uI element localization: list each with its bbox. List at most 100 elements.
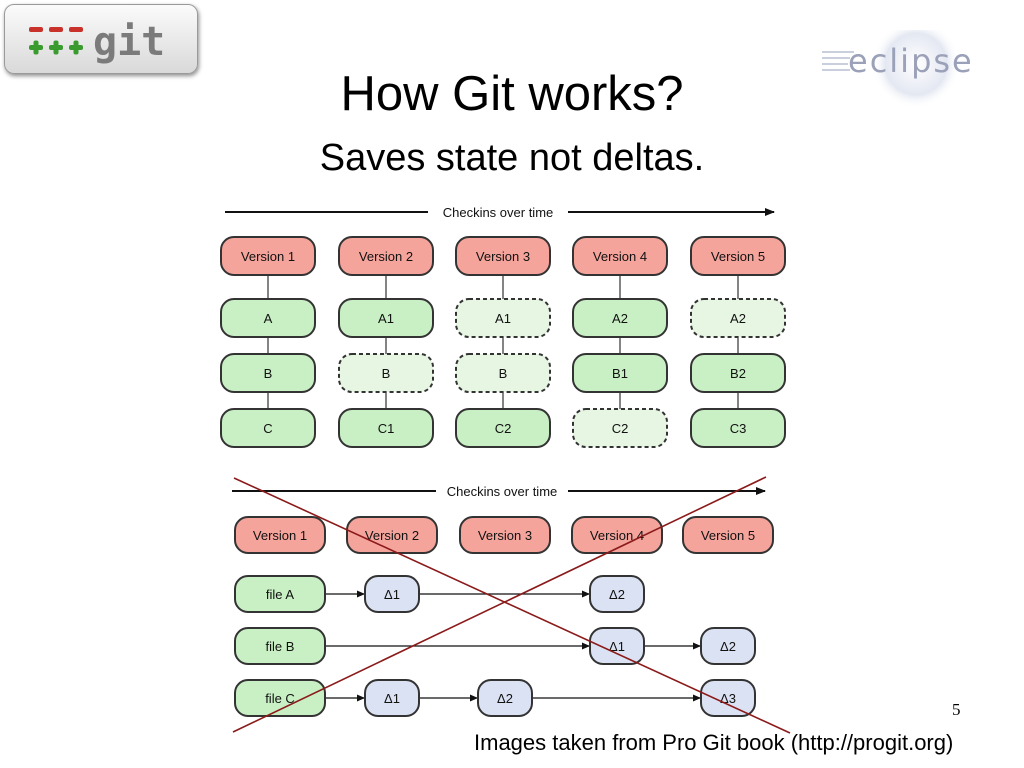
snapshot-file-1-1: A — [220, 298, 316, 338]
snapshot-file-3-2-box — [455, 353, 551, 393]
snapshot-file-2-3-label: C1 — [378, 421, 395, 436]
delta-box-1-1-box — [364, 575, 420, 613]
delta-version-1-box — [234, 516, 326, 554]
snapshots-grid: Version 1 A B C Version 2 A1B C1 Version 3 A1B C2… — [220, 236, 786, 448]
snapshot-file-2-2-label: B — [382, 366, 391, 381]
snapshot-version-4-box — [572, 236, 668, 276]
snapshot-file-5-2: B2 — [690, 353, 786, 393]
delta-box-1-2-label: Δ2 — [609, 587, 625, 602]
snapshot-file-3-1: A1 — [455, 298, 551, 338]
delta-file-3-label: file C — [265, 691, 295, 706]
delta-file-3: file C — [234, 679, 326, 717]
delta-version-4-box — [571, 516, 663, 554]
snapshot-version-3-box — [455, 236, 551, 276]
snapshot-file-4-2: B1 — [572, 353, 668, 393]
delta-box-1-2: Δ2 — [589, 575, 645, 613]
snapshot-file-4-1-label: A2 — [612, 311, 628, 326]
strike-line-down — [233, 477, 791, 734]
snapshot-version-5-box — [690, 236, 786, 276]
git-logo: git — [4, 4, 198, 74]
delta-file-1-box — [234, 575, 326, 613]
plus-signs — [29, 40, 83, 55]
snapshot-file-2-1: A1 — [338, 298, 434, 338]
snapshot-file-5-1-label: A2 — [730, 311, 746, 326]
delta-box-3-2-box — [477, 679, 533, 717]
delta-box-1-1-label: Δ1 — [384, 587, 400, 602]
delta-file-1: file A — [234, 575, 326, 613]
snapshot-file-5-2-label: B2 — [730, 366, 746, 381]
snapshot-file-3-3-label: C2 — [495, 421, 512, 436]
snapshot-file-3-1-box — [455, 298, 551, 338]
snapshot-file-2-1-label: A1 — [378, 311, 394, 326]
delta-version-3: Version 3 — [459, 516, 551, 554]
snapshot-file-5-3-box — [690, 408, 786, 448]
snapshot-file-3-2-label: B — [499, 366, 508, 381]
eclipse-logo-text: eclipse — [848, 42, 974, 80]
snapshot-version-1: Version 1 — [220, 236, 316, 276]
snapshot-file-1-2-box — [220, 353, 316, 393]
snapshot-version-3-label: Version 3 — [476, 249, 530, 264]
delta-version-3-label: Version 3 — [478, 528, 532, 543]
delta-file-2-box — [234, 627, 326, 665]
delta-version-4-label: Version 4 — [590, 528, 644, 543]
delta-box-3-3-box — [700, 679, 756, 717]
delta-box-1-2-box — [589, 575, 645, 613]
deltas-grid: Version 1 Version 2 Version 3 Version 4 Vers… — [234, 516, 774, 717]
delta-box-3-1: Δ1 — [364, 679, 420, 717]
snapshot-file-3-1-label: A1 — [495, 311, 511, 326]
delta-version-5-box — [682, 516, 774, 554]
snapshot-file-1-3-box — [220, 408, 316, 448]
delta-version-3-box — [459, 516, 551, 554]
delta-box-3-1-box — [364, 679, 420, 717]
snapshot-file-1-3: C — [220, 408, 316, 448]
delta-box-2-2-box — [700, 627, 756, 665]
delta-box-3-2-label: Δ2 — [497, 691, 513, 706]
delta-box-1-1: Δ1 — [364, 575, 420, 613]
delta-file-3-box — [234, 679, 326, 717]
git-logo-mark: git — [29, 19, 165, 65]
snapshot-version-3: Version 3 — [455, 236, 551, 276]
snapshot-file-5-3: C3 — [690, 408, 786, 448]
snapshot-version-1-box — [220, 236, 316, 276]
delta-box-2-2-label: Δ2 — [720, 639, 736, 654]
snapshot-file-4-3: C2 — [572, 408, 668, 448]
snapshot-file-1-2-label: B — [264, 366, 273, 381]
strike-through-cross — [232, 476, 791, 734]
delta-file-2-label: file B — [266, 639, 295, 654]
snapshot-file-1-1-label: A — [264, 311, 273, 326]
snapshot-version-2-label: Version 2 — [359, 249, 413, 264]
snapshot-file-4-2-box — [572, 353, 668, 393]
delta-version-2-box — [346, 516, 438, 554]
snapshot-file-4-3-box — [572, 408, 668, 448]
snapshot-file-5-3-label: C3 — [730, 421, 747, 436]
snapshot-version-5-label: Version 5 — [711, 249, 765, 264]
delta-box-2-1-label: Δ1 — [609, 639, 625, 654]
slide-subtitle: Saves state not deltas. — [319, 137, 705, 179]
delta-version-4: Version 4 — [571, 516, 663, 554]
delta-version-2-label: Version 2 — [365, 528, 419, 543]
git-logo-text: git — [93, 19, 165, 65]
eclipse-logo: eclipse — [822, 30, 974, 108]
page-number: 5 — [952, 700, 961, 719]
snapshot-file-5-1-box — [690, 298, 786, 338]
delta-box-3-3: Δ3 — [700, 679, 756, 717]
snapshot-version-4: Version 4 — [572, 236, 668, 276]
snapshot-file-4-2-label: B1 — [612, 366, 628, 381]
image-credit: Images taken from Pro Git book (http://p… — [474, 730, 954, 755]
delta-version-1-label: Version 1 — [253, 528, 307, 543]
delta-version-5: Version 5 — [682, 516, 774, 554]
snapshot-version-4-label: Version 4 — [593, 249, 647, 264]
snapshot-file-2-3-box — [338, 408, 434, 448]
slide-title: How Git works? — [340, 67, 684, 121]
snapshot-version-5: Version 5 — [690, 236, 786, 276]
snapshot-file-2-3: C1 — [338, 408, 434, 448]
eclipse-stripes — [822, 51, 854, 71]
snapshot-file-2-2: B — [338, 353, 434, 393]
snapshot-file-2-2-box — [338, 353, 434, 393]
snapshot-file-5-1: A2 — [690, 298, 786, 338]
snapshot-file-3-3-box — [455, 408, 551, 448]
minus-signs — [29, 27, 83, 32]
